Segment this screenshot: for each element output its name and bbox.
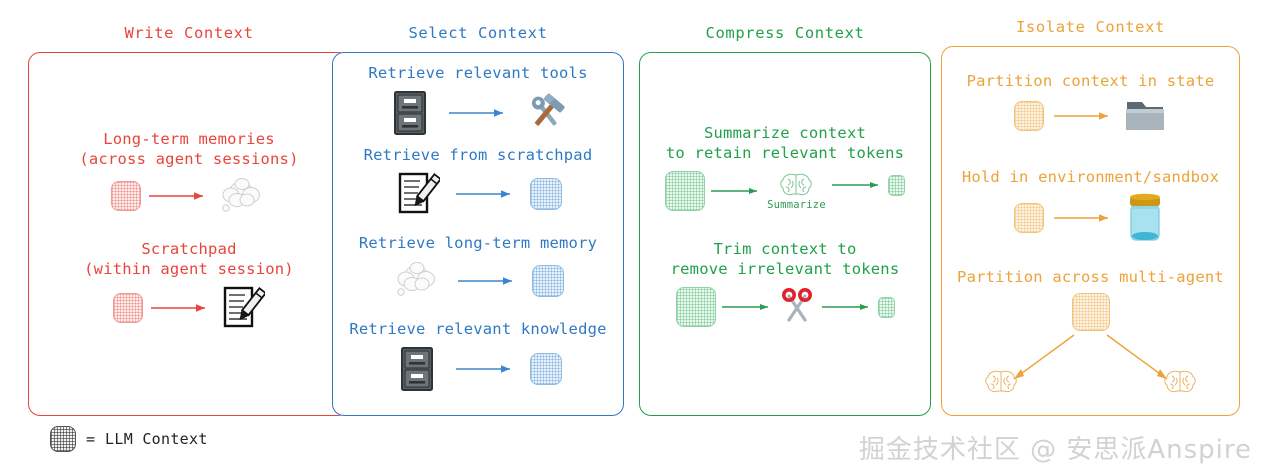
arrow-right-icon	[711, 188, 758, 194]
memo-icon	[223, 286, 265, 328]
flow-row	[640, 287, 930, 327]
arrow-down-left-icon	[1013, 334, 1075, 380]
arrow-right-icon	[1053, 214, 1108, 222]
panel-write-context: Long-term memories (across agent session…	[28, 52, 350, 416]
section-retrieve-from-scratchpad: Retrieve from scratchpad	[333, 145, 623, 218]
panel-isolate-context: Partition context in state Hold in envir…	[941, 46, 1240, 416]
panel-title-compress: Compress Context	[705, 24, 865, 42]
flow-row	[333, 170, 623, 218]
section-caption: Scratchpad (within agent session)	[84, 240, 294, 278]
panel-title-select: Select Context	[408, 24, 548, 42]
panel-title-write: Write Context	[124, 24, 254, 42]
summarize-step: Summarize	[767, 172, 826, 211]
section-caption: Retrieve relevant tools	[368, 64, 588, 82]
legend: = LLM Context	[50, 426, 208, 452]
legend-equals: =	[86, 430, 96, 448]
thought-balloon-icon	[397, 262, 435, 296]
arrow-right-icon	[449, 109, 503, 117]
file-cabinet-icon	[401, 347, 433, 391]
flow-row	[942, 192, 1239, 244]
section-caption: Long-term memories (across agent session…	[79, 130, 299, 168]
llm-context-chip	[532, 265, 564, 297]
memo-icon	[398, 172, 440, 214]
section-partition-across-multi-agent: Partition across multi-agent	[942, 267, 1239, 399]
section-hold-in-environment-sandbox: Hold in environment/sandbox	[942, 167, 1239, 244]
llm-context-chip-small	[887, 174, 905, 196]
panel-compress-context: Summarize context to retain relevant tok…	[639, 52, 931, 416]
section-summarize-context: Summarize context to retain relevant tok…	[640, 123, 930, 211]
file-cabinet-icon	[394, 91, 426, 135]
section-scratchpad: Scratchpad (within agent session)	[29, 239, 349, 332]
summarize-sublabel: Summarize	[767, 198, 826, 211]
llm-context-chip	[530, 353, 562, 385]
llm-context-chip	[111, 181, 141, 211]
section-caption: Summarize context to retain relevant tok…	[665, 124, 905, 162]
flow-row	[29, 284, 349, 332]
flow-row	[333, 88, 623, 138]
brain-icon	[780, 173, 813, 195]
panel-select-context: Retrieve relevant tools	[332, 52, 624, 416]
hammer-and-wrench-icon	[531, 93, 565, 126]
llm-context-chip-large	[675, 287, 716, 327]
section-caption: Partition across multi-agent	[957, 268, 1224, 286]
arrow-right-icon	[149, 192, 203, 200]
thought-balloon-icon	[222, 178, 260, 212]
llm-context-chip	[1013, 101, 1044, 131]
folder-icon	[1125, 102, 1164, 130]
watermark: 掘金技术社区 @ 安思派Anspire	[858, 435, 1252, 465]
flow-row	[333, 344, 623, 394]
section-retrieve-relevant-tools: Retrieve relevant tools	[333, 63, 623, 138]
section-caption: Retrieve long-term memory	[358, 234, 598, 252]
section-long-term-memories: Long-term memories (across agent session…	[29, 129, 349, 218]
section-caption: Trim context to remove irrelevant tokens	[670, 240, 900, 278]
llm-context-chip	[50, 426, 76, 452]
section-caption: Retrieve from scratchpad	[363, 146, 593, 164]
arrow-right-icon	[458, 277, 512, 285]
section-retrieve-relevant-knowledge: Retrieve relevant knowledge	[333, 319, 623, 394]
arrow-down-right-icon	[1106, 334, 1168, 380]
llm-context-chip	[1071, 293, 1110, 331]
flow-row	[29, 174, 349, 218]
llm-context-chip-small	[877, 296, 895, 318]
section-retrieve-long-term-memory: Retrieve long-term memory	[333, 233, 623, 304]
arrow-right-icon	[831, 182, 878, 188]
arrow-right-icon	[821, 304, 868, 310]
multi-agent-fanout	[942, 293, 1239, 399]
arrow-right-icon	[1053, 112, 1108, 120]
section-partition-context-in-state: Partition context in state	[942, 71, 1239, 136]
legend-label: LLM Context	[105, 430, 208, 448]
panel-title-isolate: Isolate Context	[1016, 18, 1165, 36]
arrow-right-icon	[456, 190, 510, 198]
arrow-right-icon	[721, 304, 768, 310]
section-trim-context: Trim context to remove irrelevant tokens	[640, 239, 930, 327]
brain-icon	[985, 370, 1017, 393]
section-caption: Partition context in state	[966, 72, 1215, 90]
jar-icon	[1129, 193, 1160, 241]
llm-context-chip	[530, 178, 562, 210]
scissors-icon	[781, 288, 812, 322]
section-caption: Retrieve relevant knowledge	[349, 320, 607, 338]
llm-context-chip	[1013, 203, 1044, 233]
arrow-right-icon	[456, 365, 510, 373]
flow-row	[942, 96, 1239, 136]
arrow-right-icon	[151, 304, 205, 312]
flow-row: Summarize	[640, 171, 930, 211]
brain-icon	[1164, 370, 1196, 393]
section-caption: Hold in environment/sandbox	[961, 168, 1220, 186]
llm-context-chip	[113, 293, 143, 323]
flow-row	[333, 258, 623, 304]
llm-context-chip-large	[665, 171, 706, 211]
